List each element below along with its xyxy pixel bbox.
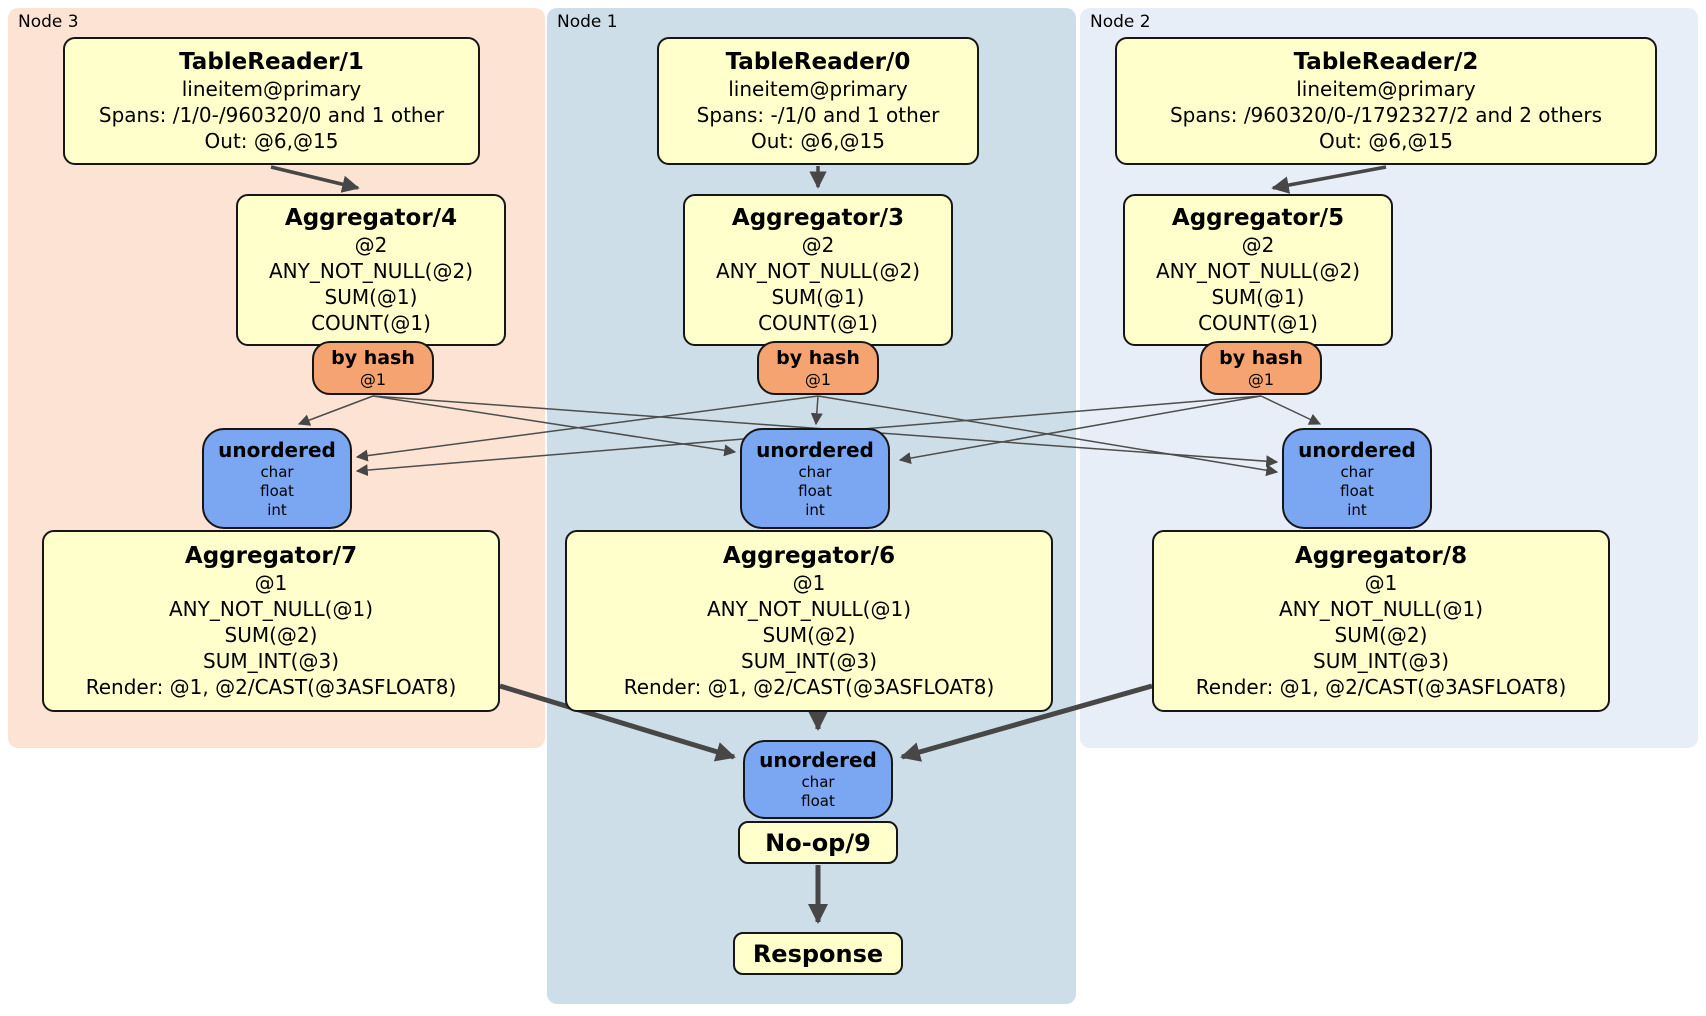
aggregator-7-render: Render: @1, @2/CAST(@3ASFLOAT8) <box>85 675 457 699</box>
noop-9-title: No-op/9 <box>765 828 871 857</box>
sync-mid-title: unordered <box>756 437 874 462</box>
tablereader-1-spans: Spans: /1/0-/960320/0 and 1 other <box>98 103 445 127</box>
router-left-detail: @1 <box>359 369 387 389</box>
aggregator-7-fn3: SUM_INT(@3) <box>203 649 339 673</box>
sync-final-item1: char <box>801 773 835 791</box>
aggregator-5-title: Aggregator/5 <box>1171 205 1345 231</box>
edges-to-final <box>499 683 1153 924</box>
aggregator-3-title: Aggregator/3 <box>731 205 905 231</box>
router-right-title: by hash <box>1219 346 1303 369</box>
router-by-hash-left: by hash @1 <box>312 341 434 395</box>
tablereader-0-out: Out: @6,@15 <box>751 129 885 153</box>
response-title: Response <box>752 939 884 968</box>
router-mid-detail: @1 <box>804 369 832 389</box>
aggregator-6-fn1: ANY_NOT_NULL(@1) <box>707 597 911 621</box>
aggregator-7-fn1: ANY_NOT_NULL(@1) <box>169 597 373 621</box>
sync-mid-item3: int <box>805 500 825 519</box>
sync-right-title: unordered <box>1298 437 1416 462</box>
aggregator-5-fn2: SUM(@1) <box>1211 285 1305 309</box>
aggregator-5-fn3: COUNT(@1) <box>1198 311 1318 335</box>
response-box: Response <box>733 932 903 975</box>
sync-unordered-left: unordered char float int <box>202 428 352 529</box>
node1-label: Node 1 <box>557 12 618 32</box>
tablereader-1-box: TableReader/1 lineitem@primary Spans: /1… <box>63 37 480 165</box>
tablereader-0-box: TableReader/0 lineitem@primary Spans: -/… <box>657 37 979 165</box>
aggregator-6-title: Aggregator/6 <box>722 543 896 569</box>
router-left-title: by hash <box>331 346 415 369</box>
aggregator-4-group: @2 <box>354 233 388 257</box>
aggregator-3-fn2: SUM(@1) <box>771 285 865 309</box>
aggregator-6-group: @1 <box>792 571 826 595</box>
tablereader-2-out: Out: @6,@15 <box>1319 129 1453 153</box>
aggregator-6-box: Aggregator/6 @1 ANY_NOT_NULL(@1) SUM(@2)… <box>565 530 1053 712</box>
aggregator-7-title: Aggregator/7 <box>184 543 358 569</box>
aggregator-8-title: Aggregator/8 <box>1294 543 1468 569</box>
sync-left-title: unordered <box>218 437 336 462</box>
aggregator-3-fn3: COUNT(@1) <box>758 311 878 335</box>
tablereader-1-out: Out: @6,@15 <box>204 129 339 153</box>
sync-left-item3: int <box>267 500 287 519</box>
aggregator-6-fn3: SUM_INT(@3) <box>741 649 877 673</box>
aggregator-3-fn1: ANY_NOT_NULL(@2) <box>716 259 920 283</box>
tablereader-2-box: TableReader/2 lineitem@primary Spans: /9… <box>1115 37 1657 165</box>
aggregator-7-box: Aggregator/7 @1 ANY_NOT_NULL(@1) SUM(@2)… <box>42 530 500 712</box>
sync-right-item1: char <box>1340 462 1374 481</box>
sync-unordered-mid: unordered char float int <box>740 428 890 529</box>
node2-label: Node 2 <box>1090 12 1151 32</box>
tablereader-0-title: TableReader/0 <box>725 49 911 75</box>
aggregator-8-box: Aggregator/8 @1 ANY_NOT_NULL(@1) SUM(@2)… <box>1152 530 1610 712</box>
tablereader-0-index: lineitem@primary <box>728 77 908 101</box>
aggregator-3-group: @2 <box>801 233 835 257</box>
sync-mid-item1: char <box>798 462 832 481</box>
aggregator-4-fn1: ANY_NOT_NULL(@2) <box>269 259 473 283</box>
aggregator-8-fn1: ANY_NOT_NULL(@1) <box>1279 597 1483 621</box>
sync-unordered-right: unordered char float int <box>1282 428 1432 529</box>
aggregator-6-render: Render: @1, @2/CAST(@3ASFLOAT8) <box>623 675 995 699</box>
aggregator-4-title: Aggregator/4 <box>284 205 458 231</box>
tablereader-1-index: lineitem@primary <box>181 77 362 101</box>
aggregator-7-fn2: SUM(@2) <box>224 623 318 647</box>
aggregator-7-group: @1 <box>254 571 288 595</box>
router-right-detail: @1 <box>1247 369 1275 389</box>
aggregator-8-render: Render: @1, @2/CAST(@3ASFLOAT8) <box>1195 675 1567 699</box>
edges-tablereader-to-aggregator <box>270 165 1387 194</box>
aggregator-8-fn2: SUM(@2) <box>1334 623 1428 647</box>
aggregator-5-group: @2 <box>1241 233 1275 257</box>
router-by-hash-mid: by hash @1 <box>757 341 879 395</box>
sync-right-item3: int <box>1347 500 1367 519</box>
sync-final-title: unordered <box>759 748 877 772</box>
node3-label: Node 3 <box>18 12 79 32</box>
tablereader-1-title: TableReader/1 <box>179 49 364 75</box>
sync-left-item2: float <box>260 481 294 500</box>
router-mid-title: by hash <box>776 346 860 369</box>
aggregator-4-fn3: COUNT(@1) <box>311 311 431 335</box>
sync-final-item2: float <box>801 792 835 810</box>
tablereader-2-title: TableReader/2 <box>1293 49 1479 75</box>
aggregator-8-group: @1 <box>1364 571 1398 595</box>
aggregator-5-box: Aggregator/5 @2 ANY_NOT_NULL(@2) SUM(@1)… <box>1123 194 1393 346</box>
sync-unordered-final: unordered char float <box>743 740 893 819</box>
sync-mid-item2: float <box>798 481 832 500</box>
router-by-hash-right: by hash @1 <box>1200 341 1322 395</box>
tablereader-2-spans: Spans: /960320/0-/1792327/2 and 2 others <box>1169 103 1602 127</box>
aggregator-5-fn1: ANY_NOT_NULL(@2) <box>1156 259 1360 283</box>
tablereader-2-index: lineitem@primary <box>1296 77 1476 101</box>
aggregator-4-box: Aggregator/4 @2 ANY_NOT_NULL(@2) SUM(@1)… <box>236 194 506 346</box>
sync-right-item2: float <box>1340 481 1374 500</box>
noop-9-box: No-op/9 <box>738 821 898 864</box>
aggregator-4-fn2: SUM(@1) <box>324 285 418 309</box>
tablereader-0-spans: Spans: -/1/0 and 1 other <box>696 103 940 127</box>
sync-left-item1: char <box>260 462 294 481</box>
aggregator-8-fn3: SUM_INT(@3) <box>1313 649 1449 673</box>
aggregator-6-fn2: SUM(@2) <box>762 623 856 647</box>
aggregator-3-box: Aggregator/3 @2 ANY_NOT_NULL(@2) SUM(@1)… <box>683 194 953 346</box>
